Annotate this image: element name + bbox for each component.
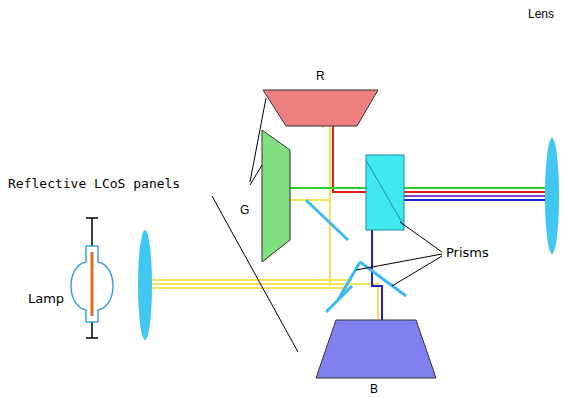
panel-letter: G [240, 204, 249, 217]
green-lcos-panel [262, 130, 290, 262]
panel-letter: B [370, 383, 378, 396]
white-light-beam [150, 106, 378, 352]
blue-lcos-panel [316, 320, 436, 378]
prism-cube [366, 155, 404, 230]
condenser-lens [138, 230, 152, 340]
lens-label: Lens [528, 8, 554, 21]
dichroic-mirrors [306, 200, 406, 312]
lamp-bulb [71, 218, 113, 338]
projection-lens [545, 138, 559, 254]
panel-letter: R [316, 70, 325, 83]
leader-lines [212, 98, 442, 352]
lamp-label: Lamp [28, 292, 64, 306]
panels-label: Reflective LCoS panels [8, 177, 180, 191]
prism-diagonal [366, 160, 404, 226]
red-lcos-panel [263, 90, 378, 126]
green-beam [290, 187, 552, 189]
prisms-label: Prisms [446, 246, 489, 260]
